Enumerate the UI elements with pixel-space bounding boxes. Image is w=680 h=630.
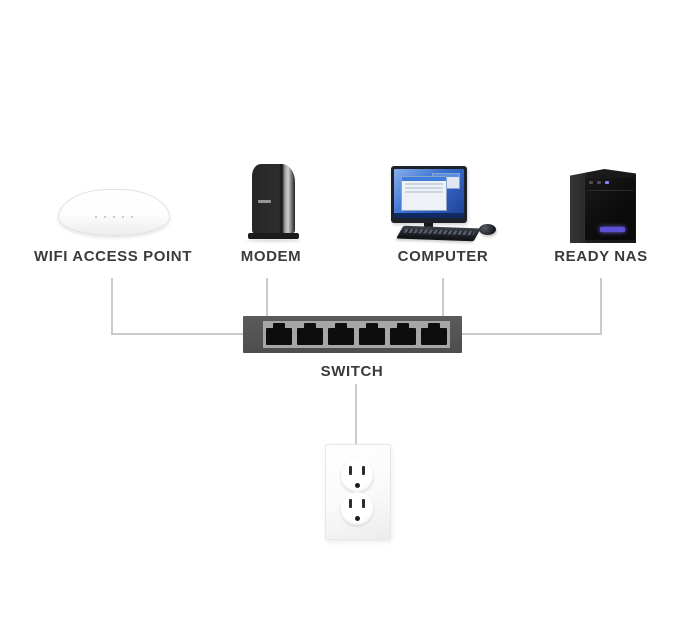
- led-dot: [95, 216, 97, 218]
- ethernet-port-icon: [390, 323, 416, 345]
- led-dot: [131, 216, 133, 218]
- led-dot: [122, 216, 124, 218]
- modem-label: MODEM: [240, 248, 302, 265]
- nas-door-seam: [587, 190, 633, 191]
- led-dot: [113, 216, 115, 218]
- outlet-slot: [349, 466, 352, 475]
- keyboard-keys: [403, 228, 476, 236]
- connector-computer: [442, 278, 444, 316]
- ready-nas-label: READY NAS: [554, 248, 648, 265]
- wifi-access-point-device: [58, 189, 170, 236]
- outlet-slot: [349, 499, 352, 508]
- connector-wifi-horizontal: [111, 333, 243, 335]
- connector-modem: [266, 278, 268, 316]
- nas-button: [597, 181, 601, 184]
- ethernet-port-icon: [421, 323, 447, 345]
- nas-front-panel: [584, 178, 635, 240]
- led-dot: [104, 216, 106, 218]
- connector-outlet: [355, 384, 357, 444]
- nas-display-led: [600, 227, 625, 232]
- window-titlebar: [433, 174, 459, 177]
- modem-shadow: [246, 239, 301, 242]
- mouse: [479, 224, 496, 235]
- outlet-socket: [340, 492, 374, 526]
- nas-button: [589, 181, 593, 184]
- ready-nas-device: [570, 169, 636, 243]
- screen-window-front: [401, 176, 447, 211]
- ethernet-port-icon: [328, 323, 354, 345]
- connector-nas-vertical: [600, 278, 602, 335]
- keyboard: [396, 225, 481, 242]
- switch-port-row: [263, 321, 450, 348]
- ethernet-port-icon: [297, 323, 323, 345]
- outlet-socket: [340, 459, 374, 493]
- modem-device: [252, 164, 295, 234]
- connector-nas-horizontal: [462, 333, 602, 335]
- screen-taskbar: [394, 213, 464, 218]
- ethernet-port-icon: [359, 323, 385, 345]
- ap-led-row: [95, 216, 133, 218]
- computer-monitor: [391, 166, 467, 223]
- switch-label: SWITCH: [320, 363, 384, 380]
- outlet-slot: [362, 499, 365, 508]
- nas-power-led: [605, 181, 609, 184]
- window-content-line: [405, 187, 443, 189]
- modem-brand-badge: [258, 200, 271, 203]
- window-titlebar: [402, 177, 446, 181]
- ethernet-port-icon: [266, 323, 292, 345]
- window-content-line: [405, 191, 443, 193]
- outlet-slot: [362, 466, 365, 475]
- monitor-screen: [394, 169, 464, 218]
- modem-stand: [248, 233, 299, 239]
- computer-label: COMPUTER: [397, 248, 489, 265]
- outlet-ground-hole: [354, 516, 360, 521]
- switch-device: [243, 316, 462, 353]
- wifi-access-point-label: WIFI ACCESS POINT: [34, 248, 192, 265]
- outlet-ground-hole: [354, 483, 360, 488]
- connector-wifi-vertical: [111, 278, 113, 335]
- power-outlet: [325, 444, 391, 540]
- window-content-line: [405, 183, 443, 185]
- nas-control-row: [589, 181, 609, 184]
